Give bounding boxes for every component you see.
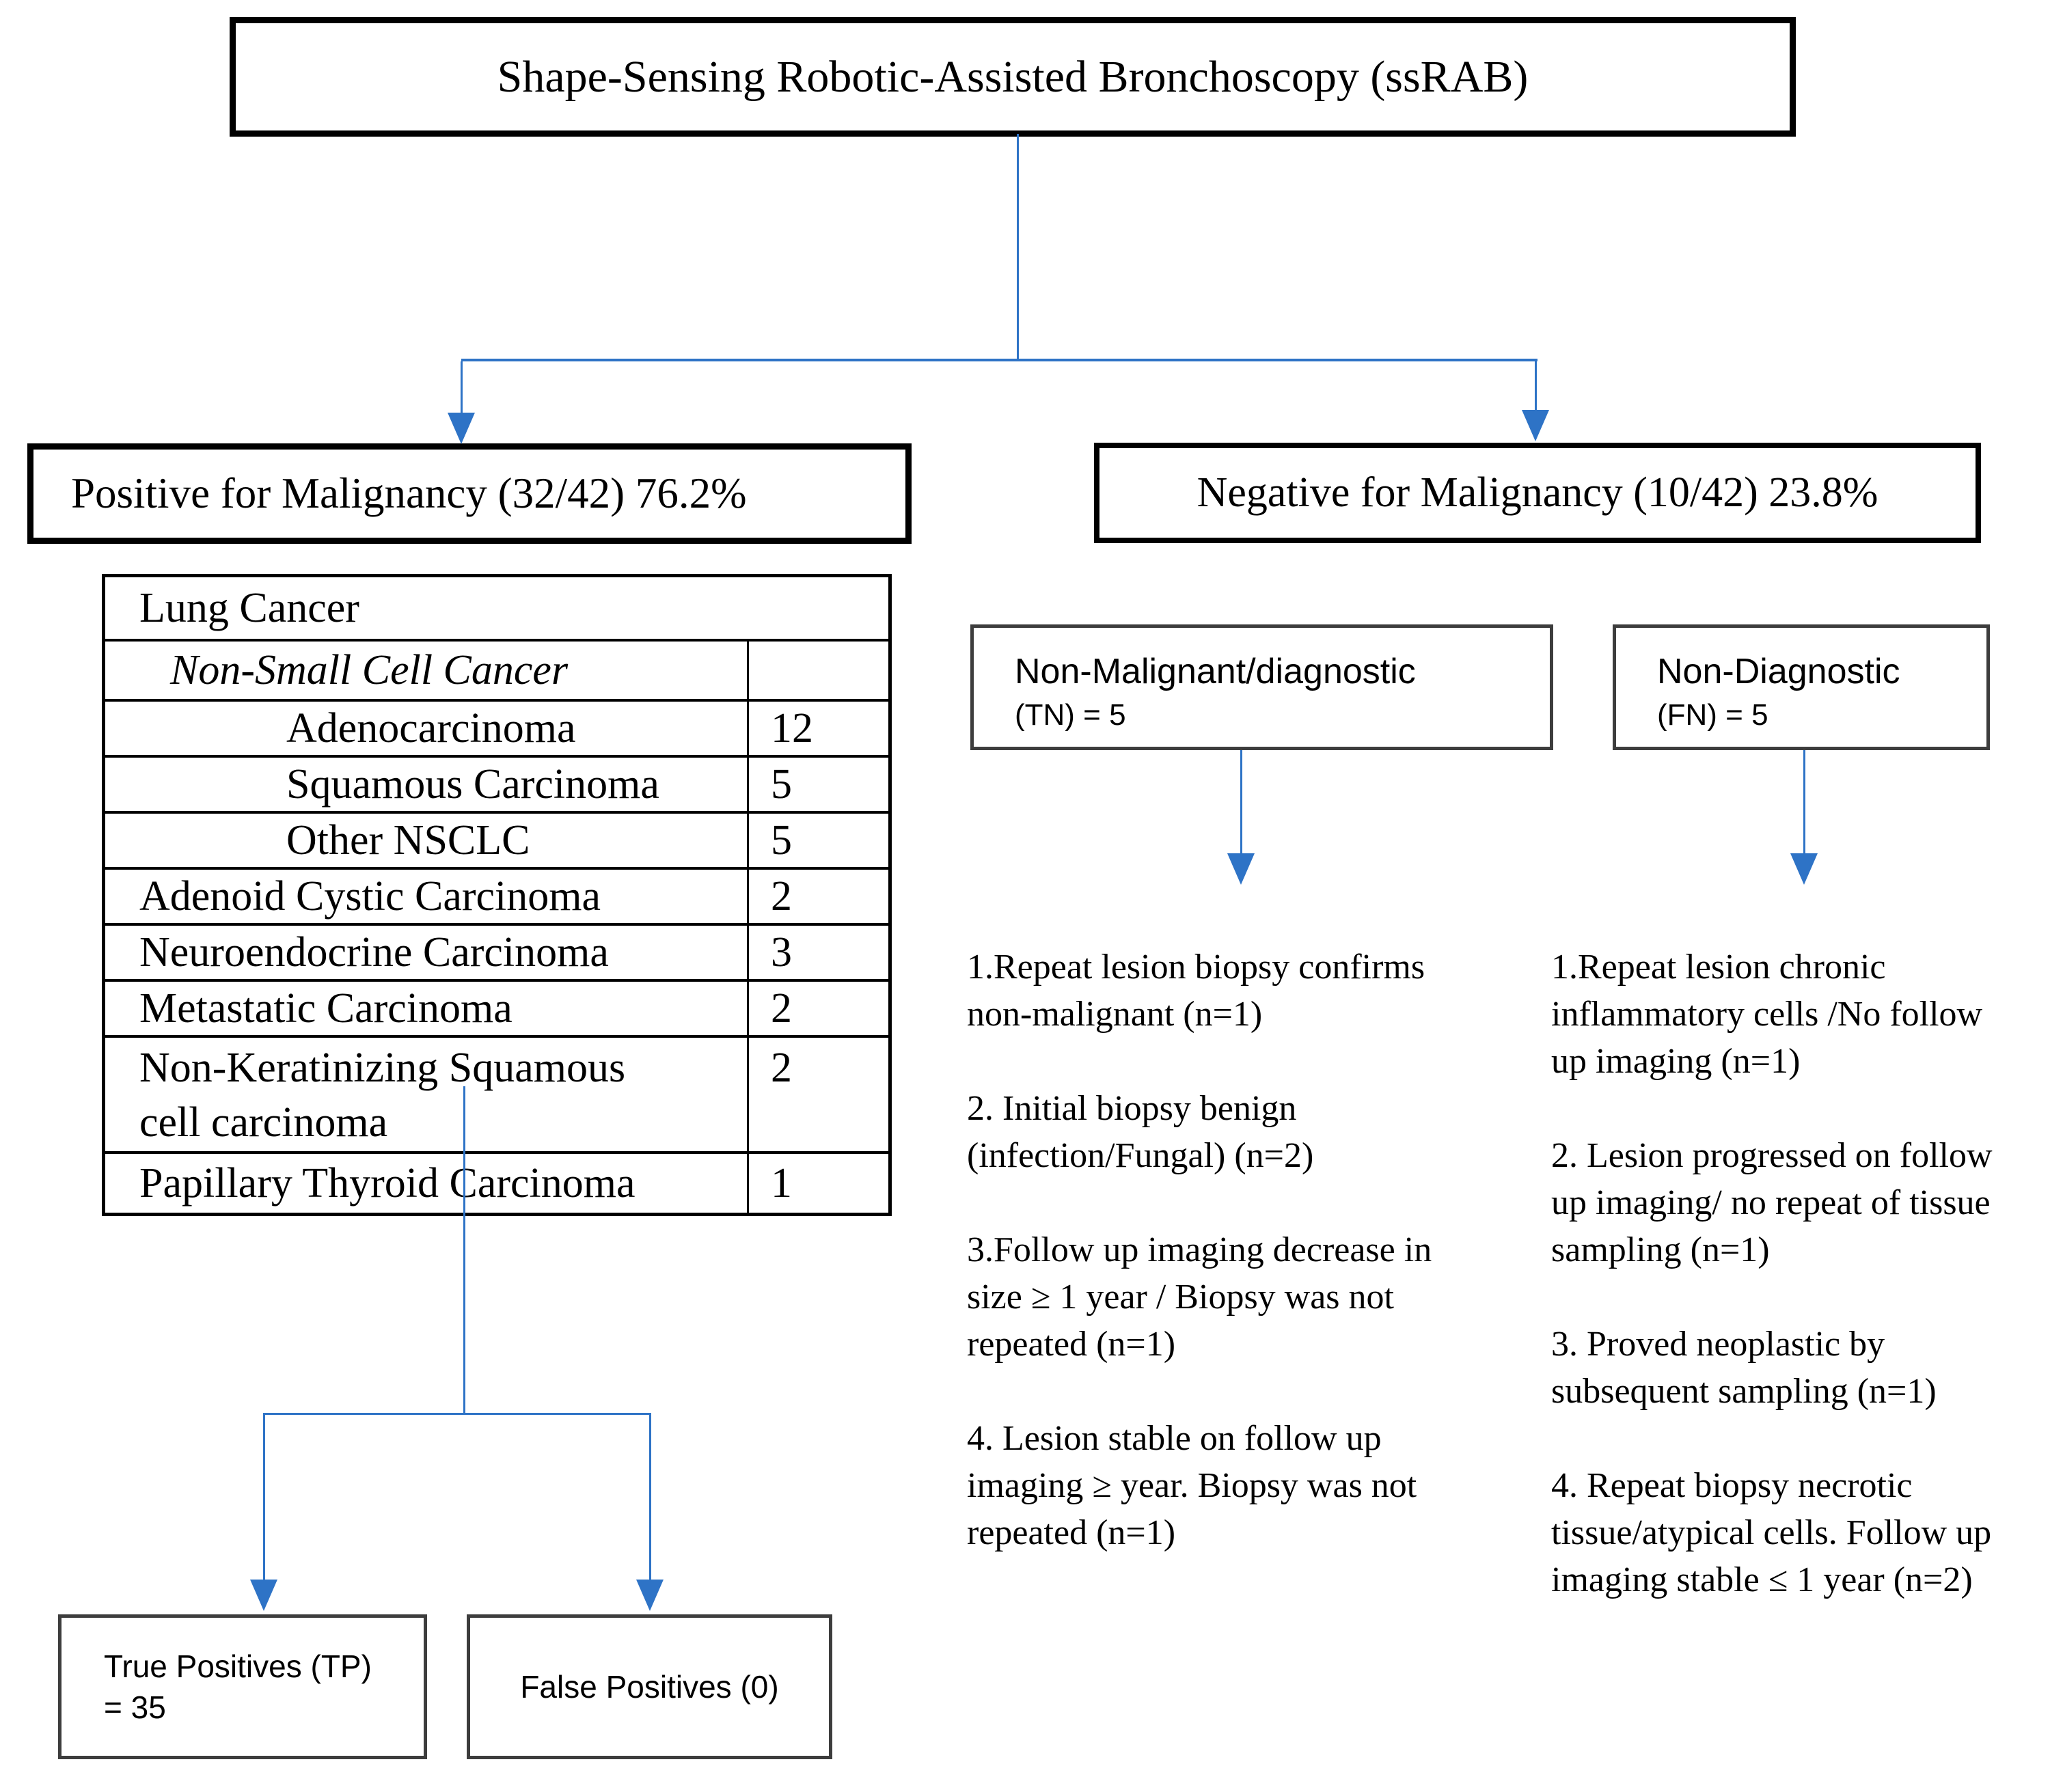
table-cell-label: Metastatic Carcinoma [139,985,512,1032]
table-row: Squamous Carcinoma 5 [105,755,888,811]
table-cell-label: Squamous Carcinoma [286,761,659,808]
table-cell-label: Adenoid Cystic Carcinoma [139,873,601,920]
table-cell-value: 5 [747,814,888,867]
table-row: Adenocarcinoma 12 [105,699,888,755]
true-negative-box: Non-Malignant/diagnostic (TN) = 5 [970,624,1553,750]
tn-box-count: (TN) = 5 [1015,698,1126,732]
true-positives-box: True Positives (TP) = 35 [58,1614,427,1759]
tn-box-title: Non-Malignant/diagnostic [1015,652,1416,691]
fn-box-count: (FN) = 5 [1657,698,1768,732]
table-cell-value: 5 [747,758,888,811]
arrow-down-icon [1790,853,1818,885]
root-box: Shape-Sensing Robotic-Assisted Bronchosc… [230,17,1796,137]
tn-notes-list: 1.Repeat lesion biopsy confirms non-mali… [967,896,1514,1603]
note-item: 1.Repeat lesion chronic inflammatory cel… [1551,948,1983,1081]
true-positives-label: True Positives (TP) = 35 [104,1649,372,1725]
note-item: 3.Follow up imaging decrease in size ≥ 1… [967,1230,1432,1364]
connector-negative-drop [1535,361,1537,413]
table-row: Lung Cancer [105,577,888,639]
false-negative-box: Non-Diagnostic (FN) = 5 [1613,624,1990,750]
arrow-down-icon [1227,853,1255,885]
table-row: Non-Keratinizing Squamous cell carcinoma… [105,1035,888,1151]
connector-root-stem [1017,134,1019,360]
table-cell-label: Non-Keratinizing Squamous cell carcinoma [139,1045,626,1146]
connector-main-horizontal [461,359,1538,361]
arrow-down-icon [448,413,475,444]
table-cell-label: Adenocarcinoma [286,705,576,752]
table-cell-value: 2 [747,1038,888,1151]
arrow-down-icon [636,1580,664,1611]
false-positives-label: False Positives (0) [520,1669,779,1705]
table-cell-label: Neuroendocrine Carcinoma [139,929,609,976]
note-item: 1.Repeat lesion biopsy confirms non-mali… [967,948,1425,1034]
table-row: Other NSCLC 5 [105,811,888,867]
note-item: 4. Lesion stable on follow up imaging ≥ … [967,1419,1417,1552]
table-cell-label: Non-Small Cell Cancer [170,647,569,693]
root-box-label: Shape-Sensing Robotic-Assisted Bronchosc… [497,51,1529,102]
table-cell-value [747,642,888,699]
arrow-down-icon [250,1580,277,1611]
table-row: Metastatic Carcinoma 2 [105,979,888,1035]
note-item: 4. Repeat biopsy necrotic tissue/atypica… [1551,1466,1992,1599]
connector-bottom-horizontal [264,1413,651,1415]
note-item: 2. Lesion progressed on follow up imagin… [1551,1136,1993,1269]
connector-tp-drop [263,1413,265,1582]
connector-fn-drop [1803,750,1805,857]
fn-notes-list: 1.Repeat lesion chronic inflammatory cel… [1551,896,2043,1651]
table-row: Neuroendocrine Carcinoma 3 [105,923,888,979]
arrow-down-icon [1522,410,1549,441]
table-cell-value: 2 [747,982,888,1035]
fn-box-title: Non-Diagnostic [1657,652,1900,691]
table-row: Adenoid Cystic Carcinoma 2 [105,867,888,923]
table-cell-value: 12 [747,702,888,755]
connector-table-stem [463,1086,465,1414]
table-row: Non-Small Cell Cancer [105,639,888,699]
table-cell-label: Lung Cancer [139,585,359,631]
connector-tn-drop [1240,750,1242,857]
table-cell-value: 2 [747,870,888,923]
table-cell-label: Papillary Thyroid Carcinoma [139,1160,636,1207]
table-cell-value: 1 [747,1154,888,1213]
negative-malignancy-box: Negative for Malignancy (10/42) 23.8% [1094,443,1981,543]
table-row: Papillary Thyroid Carcinoma 1 [105,1151,888,1213]
note-item: 2. Initial biopsy benign (infection/Fung… [967,1089,1314,1175]
positive-malignancy-label: Positive for Malignancy (32/42) 76.2% [71,469,747,517]
table-cell-label: Other NSCLC [286,817,530,864]
histology-table: Lung Cancer Non-Small Cell Cancer Adenoc… [102,574,892,1216]
note-item: 3. Proved neoplastic by subsequent sampl… [1551,1325,1937,1411]
connector-positive-drop [461,361,463,417]
false-positives-box: False Positives (0) [467,1614,832,1759]
table-cell-value: 3 [747,926,888,979]
positive-malignancy-box: Positive for Malignancy (32/42) 76.2% [27,443,912,544]
connector-fp-drop [649,1413,651,1582]
negative-malignancy-label: Negative for Malignancy (10/42) 23.8% [1197,469,1878,516]
